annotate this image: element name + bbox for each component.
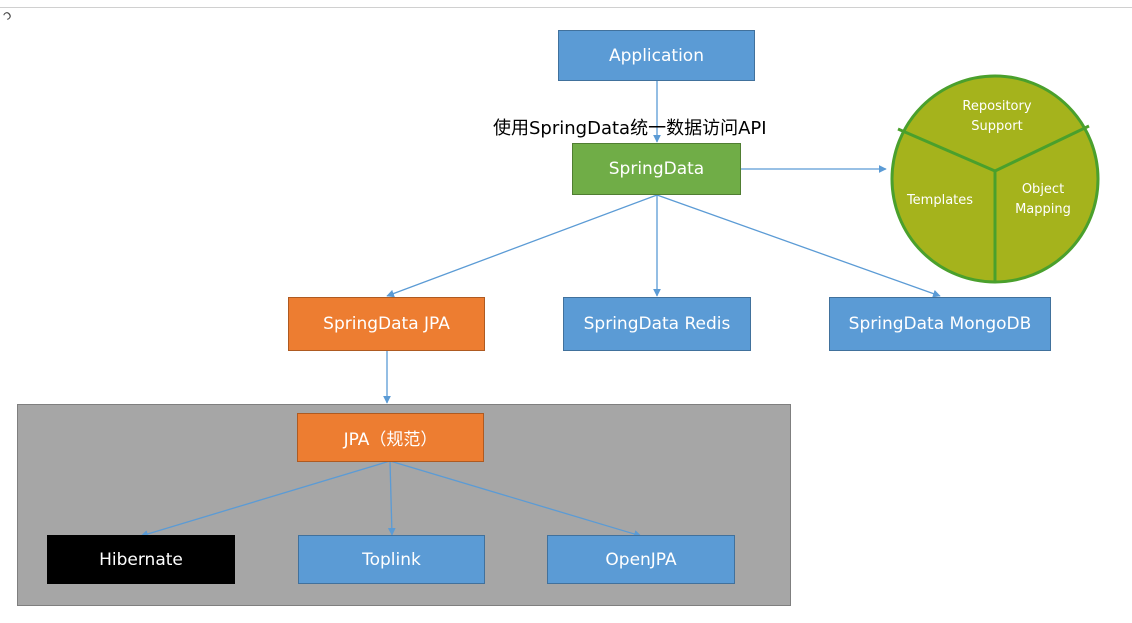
toplink-node: Toplink — [298, 535, 485, 584]
arrow-spec-to-toplink — [387, 460, 396, 536]
api-note: 使用SpringData统一数据访问API — [493, 118, 767, 139]
arrow-springdata-to-mongodb — [656, 194, 941, 298]
circle-divider-right — [994, 124, 1090, 173]
object-mapping-label: Object Mapping — [1000, 180, 1086, 220]
circle-divider-left — [897, 127, 996, 173]
arrow-spec-to-hibernate — [140, 460, 391, 538]
openjpa-node: OpenJPA — [547, 535, 735, 584]
springdata-redis-node: SpringData Redis — [563, 297, 751, 351]
springdata-jpa-node: SpringData JPA — [288, 297, 485, 351]
templates-label: Templates — [906, 193, 974, 208]
repository-support-line2: Support — [971, 119, 1023, 134]
repository-support-line1: Repository — [962, 99, 1032, 114]
top-rule — [0, 7, 1132, 8]
arrow-springdata-to-jpa — [386, 194, 658, 298]
application-node: Application — [558, 30, 755, 81]
repository-support-label: Repository Support — [945, 97, 1049, 137]
hibernate-node: Hibernate — [47, 535, 235, 584]
springdata-node: SpringData — [572, 143, 741, 195]
springdata-mongodb-node: SpringData MongoDB — [829, 297, 1051, 351]
jpa-spec-node: JPA（规范） — [297, 413, 484, 462]
object-mapping-line1: Object — [1021, 182, 1065, 197]
object-mapping-line2: Mapping — [1015, 202, 1071, 217]
arrow-spec-to-openjpa — [389, 460, 642, 538]
